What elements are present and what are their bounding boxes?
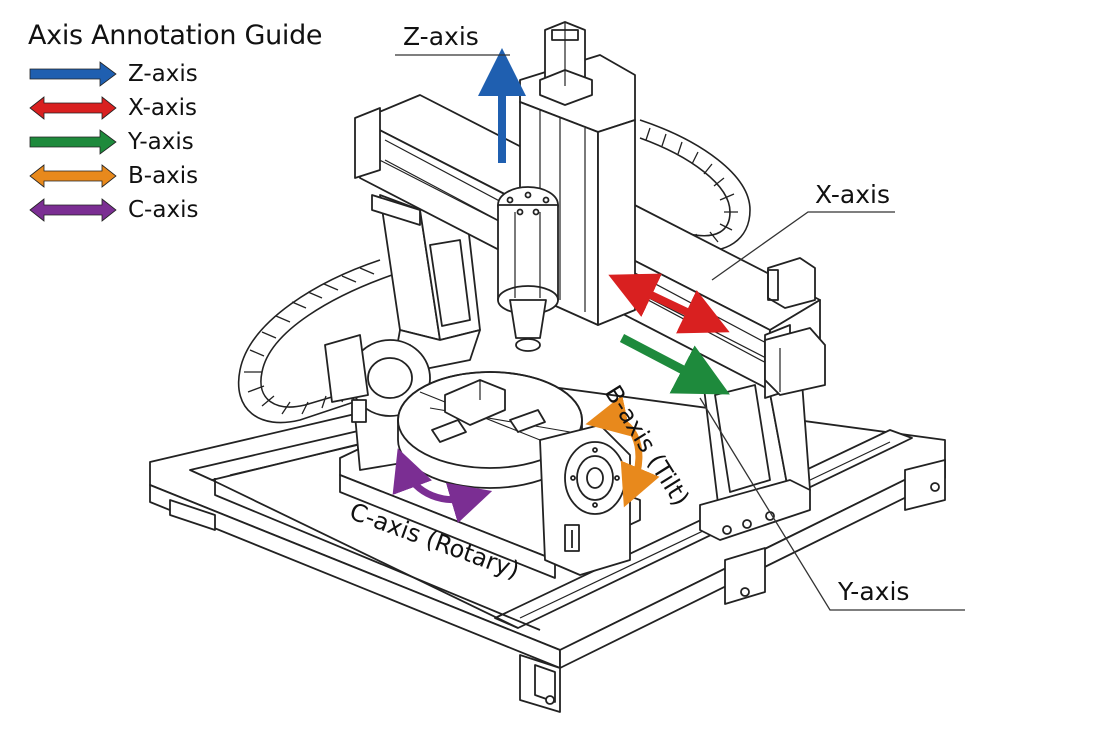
callout-leaders	[395, 54, 965, 611]
y-axis-callout: Y-axis	[838, 577, 910, 606]
legend-title: Axis Annotation Guide	[28, 20, 323, 51]
legend-label: Y-axis	[128, 129, 194, 155]
legend-item-c-axis: C-axis	[28, 193, 322, 227]
legend-item-b-axis: B-axis	[28, 159, 322, 193]
machine-drawing	[149, 21, 946, 713]
legend-item-z-axis: Z-axis	[28, 57, 322, 91]
legend-item-y-axis: Y-axis	[28, 125, 322, 159]
z-axis-arrow-icon	[29, 61, 117, 87]
c-axis-arrow-icon	[29, 198, 117, 222]
axis-arrows	[392, 48, 730, 524]
legend-label: B-axis	[128, 163, 199, 189]
legend-label: X-axis	[128, 95, 197, 121]
b-axis-arrow-icon	[29, 164, 117, 188]
gantry-leg-left	[371, 194, 481, 371]
z-axis-callout: Z-axis	[403, 22, 479, 51]
x-axis-leader	[711, 211, 895, 281]
x-axis-arrow	[608, 273, 730, 334]
legend-label: C-axis	[128, 197, 199, 223]
cable-chain-left	[237, 259, 393, 424]
legend-label: Z-axis	[128, 61, 198, 87]
c-axis-arrow	[392, 448, 493, 524]
x-axis-callout: X-axis	[815, 180, 890, 209]
spindle	[497, 186, 559, 352]
legend-item-x-axis: X-axis	[28, 91, 322, 125]
y-axis-arrow-icon	[29, 129, 117, 155]
x-axis-arrow-icon	[29, 96, 117, 120]
y-axis-arrow	[619, 334, 730, 395]
y-axis-leader	[699, 397, 965, 611]
b-axis-arrow	[585, 395, 660, 508]
